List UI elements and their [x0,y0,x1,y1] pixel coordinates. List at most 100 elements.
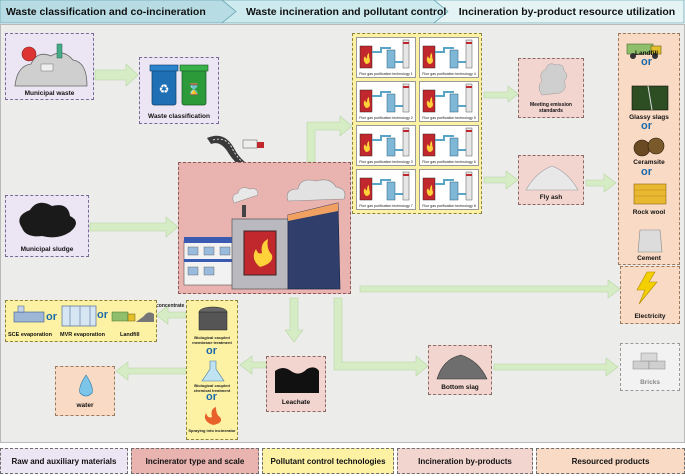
arrow-to-bottom-slag [333,297,429,377]
water-drop-icon [79,374,93,397]
landfill-truck-icon [626,43,662,59]
flue-gas-tech-label: Flue gas purification technology 2 [359,116,413,120]
flue-gas-tech-label: Flue gas purification technology 1 [359,72,413,76]
arrow-flyash-to-resources [585,173,617,193]
treatment-option-1: Biological coupled membrane treatment [192,335,232,345]
fly-ash-label: Fly ash [539,194,563,201]
waste-pile-icon [14,43,88,87]
header-stage-2: Waste incineration and pollutant control [246,5,447,18]
flue-gas-tech-label: Flue gas purification technology 6 [422,160,476,164]
disposal-landfill-label: Landfill [120,332,140,338]
water-box: water [55,366,115,416]
mvr-evaporation-label: MVR evaporation [60,332,105,338]
disposal-or-1: or [46,311,57,323]
arrow-to-flyash [483,170,519,190]
bottom-slag-label: Bottom slag [441,384,479,391]
flue-gas-tech-card: Flue gas purification technology 6 [419,125,479,166]
arrow-to-emission [483,85,519,103]
purification-unit-icon [422,127,473,157]
bricks-icon [632,352,666,370]
water-label: water [76,402,94,409]
leachate-box: Leachate [266,356,326,412]
concentrate-label: concentrate [156,303,185,309]
svg-text:♻: ♻ [159,82,170,96]
purification-unit-icon [359,83,410,113]
or-label-1: or [641,56,652,68]
flue-gas-tech-card: Flue gas purification technology 3 [356,125,416,166]
waste-classification-label: Waste classification [148,113,210,120]
treatment-option-2: Biological coupled chemical treatment [193,383,231,393]
evaporation-equipment-icon [13,305,154,327]
res-ceramsite-label: Ceramsite [633,159,665,166]
arrow-waste-to-classification [94,63,139,87]
sce-evaporation-label: SCE evaporation [8,332,53,338]
fly-ash-box: Fly ash [518,155,584,205]
fly-ash-resources-box: Landfill or Glassy slags or Ceramsite or… [618,33,680,265]
electricity-label: Electricity [634,313,666,320]
flue-gas-tech-card: Flue gas purification technology 8 [419,169,479,210]
electricity-box: Electricity [620,266,680,324]
purification-unit-icon [422,83,473,113]
bricks-box: Bricks [620,343,680,391]
disposal-or-2: or [97,309,108,321]
fire-spray-icon [204,407,222,425]
legend-pollutant-control: Pollutant control technologies [262,448,394,474]
flue-gas-tech-label: Flue gas purification technology 5 [422,116,476,120]
header-stage-1: Waste classification and co-incineration [6,5,206,18]
or-label-3: or [641,166,652,178]
res-landfill-label: Landfill [635,50,659,57]
municipal-sludge-box: Municipal sludge [5,195,89,257]
treatment-or-1: or [206,345,217,357]
smoke-icon [538,63,568,96]
bottom-slag-box: Bottom slag [428,345,492,395]
flue-gas-tech-label: Flue gas purification technology 4 [422,72,476,76]
purification-unit-icon [422,39,473,69]
sludge-icon [19,202,76,238]
res-cement-label: Cement [637,255,661,262]
flue-gas-tech-card: Flue gas purification technology 1 [356,37,416,78]
arrow-slag-to-bricks [493,357,619,377]
chemical-flask-icon [201,360,225,382]
flue-gas-tech-card: Flue gas purification technology 4 [419,37,479,78]
concentrate-disposal-box: or or SCE evaporation MVR evaporation La… [5,300,157,342]
purification-unit-icon [422,171,473,201]
slag-pile-icon [436,354,488,380]
membrane-module-icon [198,306,228,331]
recycling-bins-icon: ♻ ⌛ [149,64,209,106]
cement-bag-icon [637,229,663,253]
bricks-label: Bricks [640,379,660,386]
legend-resourced-products: Resourced products [536,448,685,474]
arrow-leachate-to-treatment [239,355,267,375]
purification-unit-icon [359,39,410,69]
purification-unit-icon [359,127,410,157]
glassy-slag-icon [631,85,669,111]
flue-gas-tech-label: Flue gas purification technology 7 [359,204,413,208]
purification-unit-icon [359,171,410,201]
legend-byproducts: Incineration by-products [397,448,533,474]
flue-gas-tech-card: Flue gas purification technology 7 [356,169,416,210]
flue-gas-tech-card: Flue gas purification technology 2 [356,81,416,122]
arrow-treatment-to-water [115,361,187,381]
lightning-icon [636,271,658,305]
legend-raw-materials: Raw and auxiliary materials [0,448,128,474]
rock-wool-icon [633,183,667,205]
treatment-option-3: Spraying into incinerator [188,428,236,433]
flue-gas-tech-label: Flue gas purification technology 3 [359,160,413,164]
svg-text:⌛: ⌛ [187,83,201,96]
waste-classification-box: ♻ ⌛ Waste classification [139,57,219,124]
arrow-down-to-leachate [284,297,304,343]
flue-gas-tech-card: Flue gas purification technology 5 [419,81,479,122]
leachate-label: Leachate [281,399,311,406]
leachate-icon [275,367,319,393]
treatment-or-2: or [206,391,217,403]
header-stage-3-shape [432,0,685,24]
header-stage-3: Incineration by-product resource utiliza… [458,5,676,18]
res-glassy-slags-label: Glassy slags [629,114,669,121]
arrow-concentrate [155,305,187,325]
municipal-waste-box: Municipal waste [5,33,94,100]
or-label-2: or [641,120,652,132]
incinerator-plant-icon [183,179,346,290]
header-band [0,0,685,24]
municipal-waste-label: Municipal waste [24,90,75,97]
